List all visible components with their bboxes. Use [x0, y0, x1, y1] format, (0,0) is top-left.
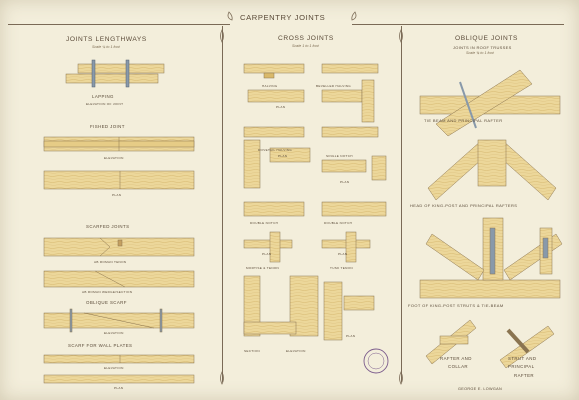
label-plan-c: Plan [340, 180, 350, 184]
label-scarfed-joints: Scarfed Joints [86, 224, 130, 229]
label-tie-beam: Tie Beam and Principal Rafter [424, 118, 503, 123]
label-bevelled-halving: Bevelled Halving [316, 84, 352, 88]
label-plan-1: Plan [112, 193, 122, 197]
label-double-notch-2: Double Notch [324, 221, 353, 225]
label-tenon: Ab Roman Tenon [94, 260, 127, 264]
label-strut-2: Principal [508, 364, 535, 369]
divider-left [222, 26, 223, 382]
middle-scale: Scale 1 to 1 foot [292, 44, 319, 48]
left-drawings [43, 59, 195, 384]
label-foot-king-post: Foot of King-Post Struts & Tie-Beam [408, 303, 504, 308]
right-heading: Oblique Joints [455, 35, 518, 42]
label-fished-joint: Fished Joint [90, 124, 125, 129]
label-single-notch: Single Notch [326, 154, 353, 158]
label-plan-b: Plan [278, 154, 288, 158]
middle-drawings [243, 63, 389, 374]
label-plan-3: Plan [114, 386, 124, 390]
label-elevation-3: Elevation [104, 366, 124, 370]
label-section: Section [244, 349, 260, 353]
label-strut-1: Strut and [508, 356, 537, 361]
label-double-notch: Double Notch [250, 221, 279, 225]
label-plan-d: Plan [262, 252, 272, 256]
divider-right [401, 26, 402, 382]
label-elevation-1: Elevation [104, 156, 124, 160]
label-king-post-head: Head of King-Post and Principal Rafters [410, 203, 518, 208]
label-lapping: Lapping [92, 94, 114, 99]
label-plan-e: Plan [338, 252, 348, 256]
middle-heading: Cross Joints [278, 35, 334, 42]
left-scale: Scale ¼ to 1 foot [92, 45, 120, 49]
signature: George E. Lowgan [458, 387, 503, 391]
flourish-ornaments [220, 11, 403, 385]
frame-top-left [8, 24, 230, 25]
label-elevation-mid: Elevation [286, 349, 306, 353]
label-scarf-wall-plates: Scarf for Wall Plates [68, 343, 133, 348]
label-plan-f: Plan [346, 334, 356, 338]
label-dovetail-halving: Dovetail Halving [258, 148, 292, 152]
label-tusk-tenon: Tusk Tenon [330, 266, 353, 270]
label-plan-a: Plan [276, 105, 286, 109]
label-rafter-collar-2: Collar [448, 364, 468, 369]
left-heading: Joints Lengthways [66, 36, 147, 43]
right-drawings [419, 69, 563, 369]
right-scale: Scale ¾ to 1 foot [466, 51, 494, 55]
label-halving: Halving [262, 84, 278, 88]
label-rafter-collar-1: Rafter and [440, 356, 472, 361]
label-lapping-elevation: Elevation of Joint [86, 102, 124, 106]
sheet-title: Carpentry Joints [240, 13, 326, 22]
label-oblique-scarf: Oblique Scarf [86, 300, 127, 305]
label-elevation-2: Elevation [104, 331, 124, 335]
label-strut-3: Rafter [514, 373, 534, 378]
label-mortise-tenon: Mortise & Tenon [246, 266, 280, 270]
label-wedge: Ab Roman Wedge/Section [82, 290, 133, 294]
frame-top-right [352, 24, 564, 25]
right-subheading: Joints in Roof Trusses [453, 45, 512, 50]
